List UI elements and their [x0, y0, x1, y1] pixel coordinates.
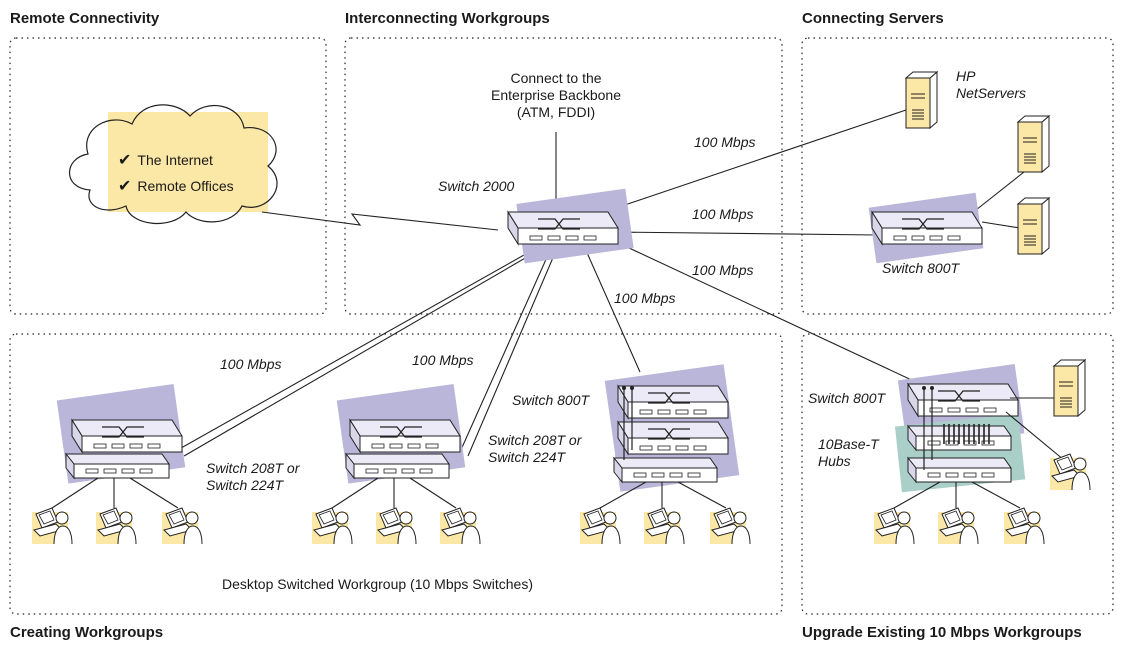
hubs-label: 10Base-T Hubs [818, 436, 879, 470]
speed-label: 100 Mbps [694, 134, 756, 150]
cloud-item-label: Remote Offices [137, 178, 234, 194]
user-icon [937, 507, 979, 545]
section-title-creating: Creating Workgroups [10, 624, 164, 641]
speed-label: 100 Mbps [220, 356, 282, 372]
server-icon-1 [905, 71, 938, 129]
speed-label: 100 Mbps [412, 352, 474, 368]
user-icon [95, 507, 137, 545]
switch-800t-ws-icon [617, 385, 729, 419]
backbone-label: Connect to the Enterprise Backbone (ATM,… [456, 70, 656, 121]
server-icon-2 [1017, 115, 1050, 173]
section-title-remote: Remote Connectivity [10, 10, 160, 27]
cloud-item-remote-offices: ✔ Remote Offices [118, 176, 234, 196]
workgroup-caption: Desktop Switched Workgroup (10 Mbps Swit… [222, 576, 533, 592]
user-icon [31, 507, 73, 545]
user-icon [161, 507, 203, 545]
switch-2000-label: Switch 2000 [438, 178, 515, 194]
user-icon-upgrade-side [1049, 453, 1091, 491]
s208-ws-line1: Switch 208T or [488, 432, 582, 448]
hubs-line1: 10Base-T [818, 436, 879, 452]
hp-netservers-label: HP NetServers [956, 68, 1026, 102]
server-icon-3 [1017, 197, 1050, 255]
interconnect-box [344, 37, 783, 315]
link-mid1 [459, 245, 553, 453]
backbone-line2: Enterprise Backbone [491, 87, 621, 103]
switch-208t-left-icon [71, 419, 183, 453]
switch-800t-upgrade-label: Switch 800T [808, 390, 886, 406]
switch-208t-ws-label: Switch 208T or Switch 224T [488, 432, 581, 466]
hubs-line2: Hubs [818, 453, 851, 469]
switch-224t-left-icon [65, 453, 170, 479]
user-icon [709, 507, 751, 545]
link-switch800-srv [611, 231, 877, 236]
cloud-item-label: The Internet [137, 152, 213, 168]
link-left1 [173, 245, 541, 453]
switch-208t-left-label: Switch 208T or Switch 224T [206, 460, 299, 494]
user-icon [311, 507, 353, 545]
server-icon-upgrade [1053, 359, 1086, 417]
hp-line1: HP [956, 68, 976, 84]
user-icon [1003, 507, 1045, 545]
user-icon [873, 507, 915, 545]
cloud-item-internet: ✔ The Internet [118, 150, 213, 170]
upgrade-box [801, 333, 1114, 615]
switch-208t-mid-icon [349, 419, 461, 453]
switch-224t-ws-icon [613, 457, 718, 483]
link-ws-stack [583, 245, 641, 373]
switch-800t-servers-label: Switch 800T [882, 260, 960, 276]
check-icon: ✔ [118, 178, 132, 195]
cloud-shape [68, 104, 278, 225]
check-icon: ✔ [118, 152, 132, 169]
servers-box [801, 37, 1114, 315]
switch-800t-servers-icon [871, 211, 983, 245]
backbone-line3: (ATM, FDDI) [516, 104, 596, 120]
section-title-upgrade: Upgrade Existing 10 Mbps Workgroups [802, 624, 1082, 641]
user-icon [643, 507, 685, 545]
s208-ws-line2: Switch 224T [488, 449, 566, 465]
cloud-highlight [108, 112, 268, 212]
link-server1 [603, 109, 907, 213]
remote-box [9, 37, 327, 315]
user-icon [579, 507, 621, 545]
switch-800t-ws-label: Switch 800T [512, 392, 590, 408]
speed-label: 100 Mbps [692, 206, 754, 222]
switch-2000-icon [507, 211, 619, 245]
switch-224t-mid-icon [345, 453, 450, 479]
s208-left-line2: Switch 224T [206, 477, 284, 493]
wan-link [261, 211, 499, 231]
switch-208t-ws-icon [617, 421, 729, 455]
speed-label: 100 Mbps [614, 290, 676, 306]
section-title-servers: Connecting Servers [802, 10, 944, 27]
speed-label: 100 Mbps [692, 262, 754, 278]
user-icon [439, 507, 481, 545]
creating-box [9, 333, 783, 615]
user-icon [375, 507, 417, 545]
hp-line2: NetServers [956, 85, 1027, 101]
link-upgrade [611, 239, 919, 384]
backbone-line1: Connect to the [510, 70, 602, 86]
s208-left-line1: Switch 208T or [206, 460, 300, 476]
section-title-interconnect: Interconnecting Workgroups [345, 10, 550, 27]
